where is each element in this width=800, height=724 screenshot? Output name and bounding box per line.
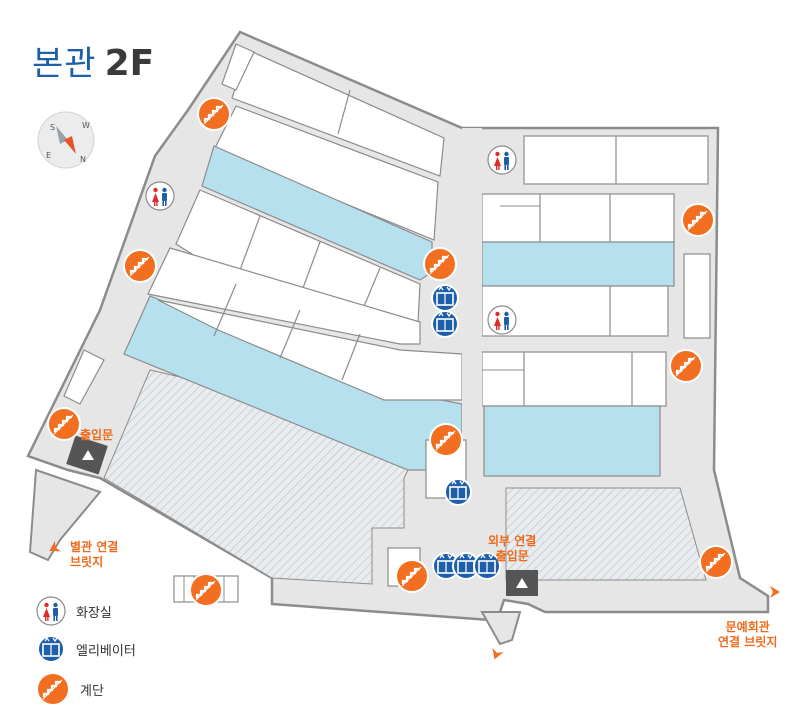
elevator-icon[interactable] (431, 284, 459, 312)
elevator-icon (37, 635, 65, 663)
legend-elevator: 엘리베이터 (36, 634, 136, 664)
stairs-icon (36, 672, 70, 706)
compass-letter-n: N (80, 155, 86, 164)
terrace-area-east (505, 487, 707, 581)
room-block-east-low (481, 351, 667, 407)
floor-label: 2F (104, 43, 155, 84)
restroom-icon[interactable] (487, 145, 517, 175)
stairs-icon[interactable] (188, 572, 224, 608)
stairs-icon[interactable] (698, 544, 734, 580)
outer-entrance-path (480, 611, 522, 646)
room-block-north-2 (213, 105, 439, 241)
outer-entrance-label: 외부 연결 출입문 (488, 534, 537, 563)
elevator-icon[interactable] (444, 478, 472, 506)
room-block-east-top (481, 135, 709, 243)
stairs-icon[interactable] (394, 558, 430, 594)
compass-letter-w: W (82, 121, 90, 130)
building-name: 본관 (32, 44, 97, 84)
restroom-icon[interactable] (487, 305, 517, 335)
annex-bridge-label: 별관 연결 브릿지 (70, 540, 119, 569)
outer-entrance-marker[interactable] (506, 570, 538, 596)
main-entrance-marker[interactable] (66, 435, 108, 475)
stairs-icon[interactable] (422, 246, 458, 282)
room-north-west-small (221, 43, 255, 91)
highlight-zone-east-2 (483, 405, 661, 477)
restroom-icon[interactable] (145, 181, 175, 211)
highlight-zone-east-1 (481, 241, 675, 287)
elevator-icon[interactable] (431, 310, 459, 338)
compass-letter-e: E (46, 151, 51, 160)
stairs-icon[interactable] (46, 406, 82, 442)
stairs-icon[interactable] (668, 348, 704, 384)
arrow-outer-exit[interactable] (488, 647, 504, 662)
stairs-icon[interactable] (428, 422, 464, 458)
culture-bridge-label: 문예회관 연결 브릿지 (718, 620, 778, 649)
room-block-mid-2 (147, 247, 421, 345)
restroom-icon (36, 596, 66, 626)
arrow-culture-bridge[interactable] (770, 586, 780, 598)
highlight-zone-north (201, 145, 433, 281)
stairs-icon[interactable] (680, 202, 716, 238)
stairs-icon[interactable] (196, 96, 232, 132)
legend-stairs: 계단 (36, 672, 104, 706)
stairs-icon[interactable] (122, 248, 158, 284)
legend-restroom: 화장실 (36, 596, 112, 626)
main-entrance-label: 출입문 (80, 428, 114, 442)
room-west-entrance (63, 349, 105, 405)
compass-icon: S W E N (37, 111, 95, 169)
compass-letter-s: S (50, 123, 55, 132)
